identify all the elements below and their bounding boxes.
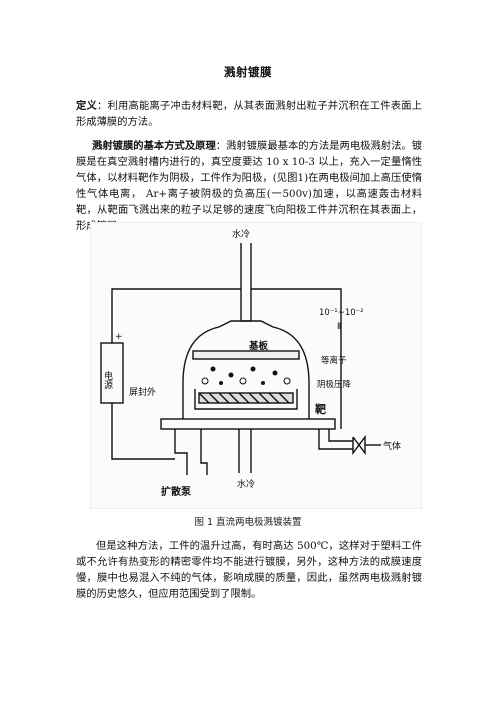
definition-label: 定义 (76, 100, 97, 112)
label-substrate: 基板 (248, 340, 269, 352)
label-water-top: 水冷 (232, 228, 250, 240)
limitation-paragraph: 但是这种方法，工件的温升过高，有时高达 500℃，这样对于塑料工件或不允许有热变… (76, 540, 422, 600)
principle-label: 溅射镀膜的基本方式及原理 (92, 140, 216, 152)
principle-text: ：溅射镀膜最基本的方法是两电极溅射法。镀膜是在真空溅射槽内进行的，真空度要达 1… (76, 140, 423, 232)
label-pressure-unit: Ⅱ (337, 322, 341, 332)
label-target: 靶 (315, 402, 326, 416)
label-power-plus: + (115, 332, 123, 342)
bell-jar (182, 320, 310, 419)
label-power: 电源 (102, 370, 113, 390)
sputtering-apparatus-figure: 水冷 10⁻¹~10⁻² Ⅱ + 电源 基板 等离子 阴极压降 屏封外 靶 扩散… (90, 222, 422, 509)
label-water-bottom: 水冷 (237, 478, 255, 490)
label-seal: 屏封外 (129, 386, 156, 398)
apparatus-diagram: 水冷 10⁻¹~10⁻² Ⅱ + 电源 基板 等离子 阴极压降 屏封外 靶 扩散… (100, 228, 401, 498)
label-pump: 扩散泵 (161, 485, 192, 498)
label-ion: 等离子 (321, 355, 347, 366)
label-dark-space: 阴极压降 (317, 379, 352, 390)
base-plate (160, 418, 336, 430)
label-pressure: 10⁻¹~10⁻² (319, 308, 364, 318)
figure-caption: 图 1 直流两电极溅镀装置 (194, 517, 302, 528)
definition-text: ：利用高能离子冲击材料靶，从其表面溅射出粒子并沉积在工件表面上形成薄膜的方法。 (76, 100, 423, 128)
principle-paragraph: 溅射镀膜的基本方式及原理：溅射镀膜最基本的方法是两电极溅射法。镀膜是在真空溅射槽… (76, 138, 422, 234)
label-gas: 气体 (383, 440, 401, 452)
target-electrode (198, 392, 294, 404)
substrate-plate (192, 350, 300, 360)
document-title: 溅射镀膜 (224, 65, 272, 79)
definition-paragraph: 定义：利用高能离子冲击材料靶，从其表面溅射出粒子并沉积在工件表面上形成薄膜的方法… (76, 98, 422, 130)
